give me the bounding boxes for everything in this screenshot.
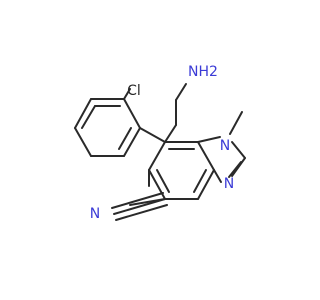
bond [123,127,141,157]
imidazole-n-label: N [224,176,234,192]
bond [231,141,246,159]
nitrile-n-label: N [90,206,100,222]
double-bond-inner [156,169,170,193]
nitrile-triple-line-3 [115,204,168,221]
aminomethyl-bond-3 [175,83,187,101]
double-bond-inner [81,105,96,129]
bond [197,141,215,171]
nitrile-triple-line-2 [111,192,164,209]
aminomethyl-bond-1 [164,124,177,143]
bond [213,169,222,183]
amine-label: NH2 [188,64,218,80]
double-bond-inner [193,169,207,193]
bond [231,157,246,177]
bond [74,98,92,129]
chlorophenyl-ring [74,98,141,157]
n-methyl-bond [229,111,243,135]
molecule-structure-diagram: NH2 Cl N N N [74,64,246,222]
double-bond-inner [228,161,242,178]
biaryl-bond [139,127,166,143]
bond [197,169,215,200]
nitrile-triple-line-1 [113,198,166,215]
methyl-n-label: N [220,138,230,154]
double-bond-inner [118,127,132,150]
benzimidazole-benzene-ring [148,141,215,200]
imidazole-ring [197,136,246,183]
bond [74,127,92,157]
chloro-label: Cl [127,83,141,99]
bond [148,141,166,171]
bond [197,136,221,143]
bond-to-chloro [123,88,131,100]
bond [123,98,141,129]
